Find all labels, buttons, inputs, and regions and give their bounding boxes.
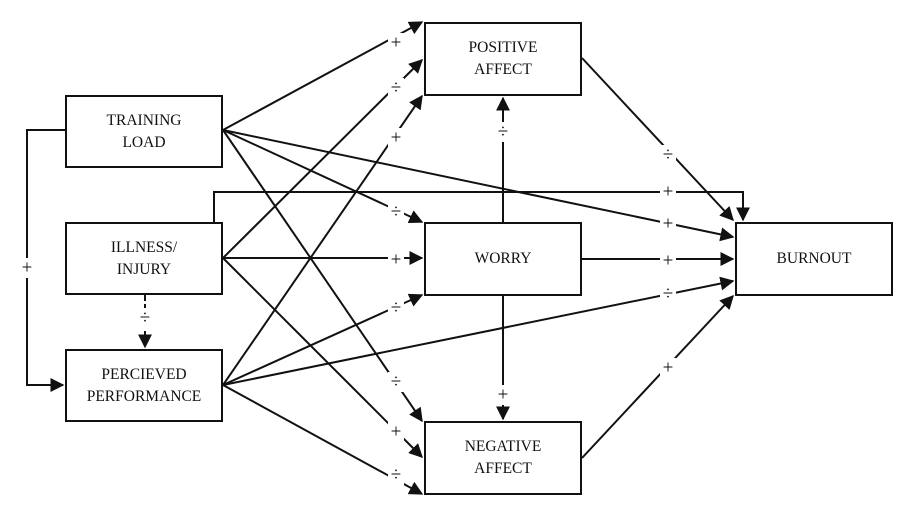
edge-sign-label: + [663, 214, 674, 235]
edge-training-load-to-burnout [222, 129, 735, 242]
node-worry: WORRY [424, 222, 582, 296]
edge-sign-label: + [391, 128, 402, 149]
edge-sign-background [495, 122, 511, 142]
edge-sign-label: ÷ [663, 284, 673, 305]
edge-illness-injury-to-burnout [213, 191, 750, 222]
edge-sign-label: ÷ [498, 122, 508, 143]
edge-sign-label: ÷ [391, 372, 401, 393]
node-label: NEGATIVE [464, 438, 542, 455]
node-label: AFFECT [474, 61, 532, 78]
node-illness-injury: ILLNESS/INJURY [65, 222, 223, 295]
edge-sign-background [660, 214, 676, 234]
edge-sign-background [388, 372, 404, 392]
node-label: AFFECT [474, 460, 532, 477]
node-training-load: TRAINING LOAD [65, 95, 223, 168]
node-label: LOAD [122, 133, 166, 151]
edge-training-load-to-percieved-performance [26, 129, 65, 392]
node-label: TRAINING [106, 111, 182, 129]
edge-sign-background [388, 298, 404, 318]
edge-sign-background [388, 33, 404, 53]
node-label: WORRY [474, 250, 532, 267]
edge-sign-label: + [391, 33, 402, 54]
edge-sign-label: ÷ [391, 298, 401, 319]
edge-sign-background [388, 465, 404, 485]
node-negative-affect: NEGATIVE AFFECT [424, 421, 582, 495]
edge-sign-label: ÷ [663, 145, 673, 166]
edge-sign-label: + [663, 182, 674, 203]
edge-sign-label: + [391, 250, 402, 271]
node-percieved-performance: PERCIEVED PERFORMANCE [65, 349, 223, 422]
edge-sign-label: + [391, 422, 402, 443]
edge-sign-label: ÷ [391, 465, 401, 486]
edge-sign-background [660, 284, 676, 304]
edge-sign-background [495, 385, 511, 405]
node-positive-affect: POSITIVE AFFECT [424, 22, 582, 96]
edge-sign-background [660, 251, 676, 271]
edge-sign-label: + [663, 358, 674, 379]
node-label: INJURY [116, 260, 172, 278]
edge-sign-background [137, 308, 153, 328]
edge-negative-affect-to-burnout [581, 294, 734, 459]
edge-sign-background [19, 258, 35, 278]
edge-sign-background [388, 250, 404, 270]
edge-sign-background [388, 128, 404, 148]
edge-sign-background [388, 78, 404, 98]
edge-sign-label: ÷ [140, 308, 150, 329]
edge-positive-affect-to-burnout [581, 57, 734, 222]
edge-sign-background [660, 145, 676, 165]
edge-sign-background [660, 182, 676, 202]
edge-sign-label: ÷ [391, 78, 401, 99]
node-label: POSITIVE [468, 39, 538, 56]
edge-sign-label: + [663, 251, 674, 272]
edge-percieved-performance-to-burnout [222, 276, 735, 386]
edge-sign-label: + [498, 385, 509, 406]
edge-sign-label: + [22, 258, 33, 279]
node-label: BURNOUT [776, 250, 852, 267]
edge-sign-label: ÷ [391, 202, 401, 223]
node-burnout: BURNOUT [735, 222, 893, 296]
edge-sign-background [388, 422, 404, 442]
node-label: PERFORMANCE [86, 387, 202, 405]
edge-sign-background [660, 358, 676, 378]
node-label: PERCIEVED [101, 365, 187, 383]
edge-sign-background [388, 202, 404, 222]
node-label: ILLNESS/ [110, 238, 178, 256]
